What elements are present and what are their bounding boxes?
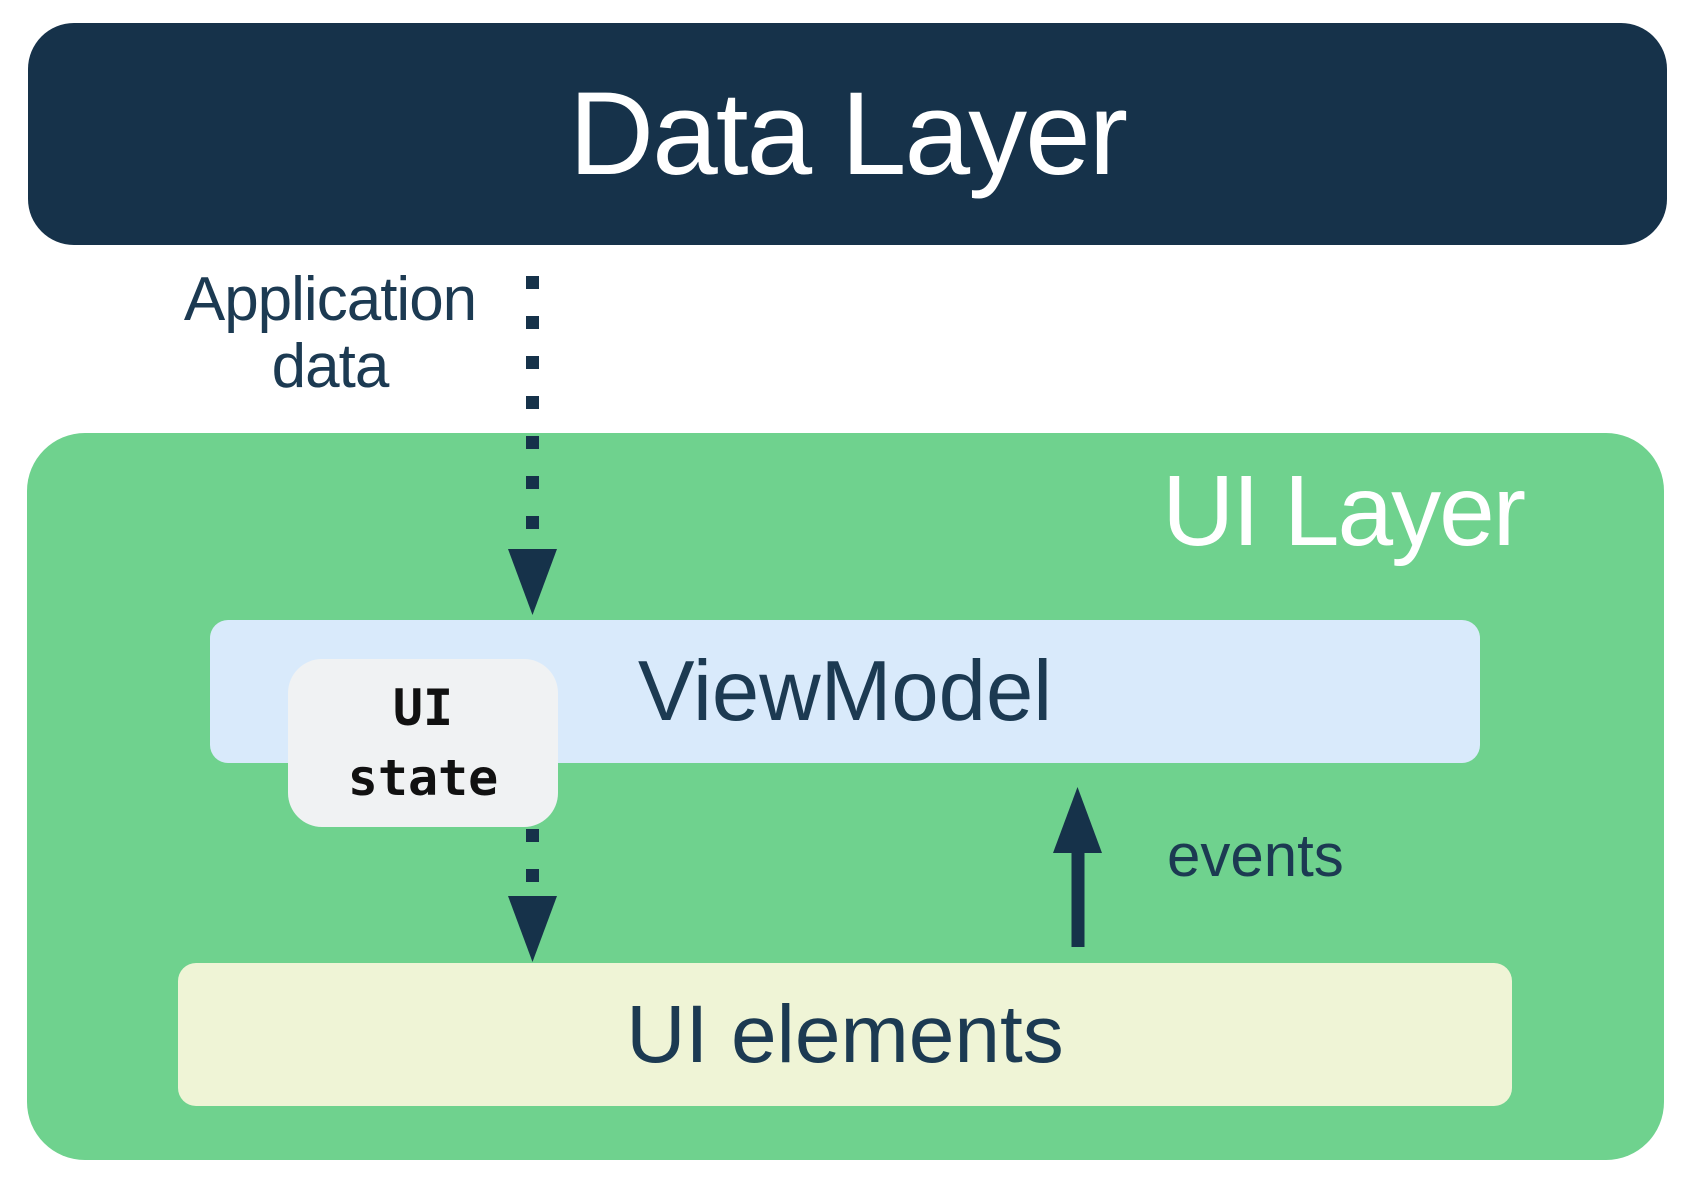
events-label: events	[1167, 822, 1344, 889]
ui-state-label: UI state	[347, 679, 499, 807]
ui-elements-label: UI elements	[626, 988, 1064, 1080]
ui-state-badge: UI state	[288, 659, 558, 827]
ui-elements-bar: UI elements	[178, 963, 1512, 1106]
data-layer-box: Data Layer	[28, 23, 1667, 245]
data-layer-label: Data Layer	[568, 68, 1128, 200]
viewmodel-label: ViewModel	[637, 644, 1053, 739]
application-data-label: Application data	[183, 265, 477, 401]
ui-layer-label: UI Layer	[1162, 455, 1526, 567]
